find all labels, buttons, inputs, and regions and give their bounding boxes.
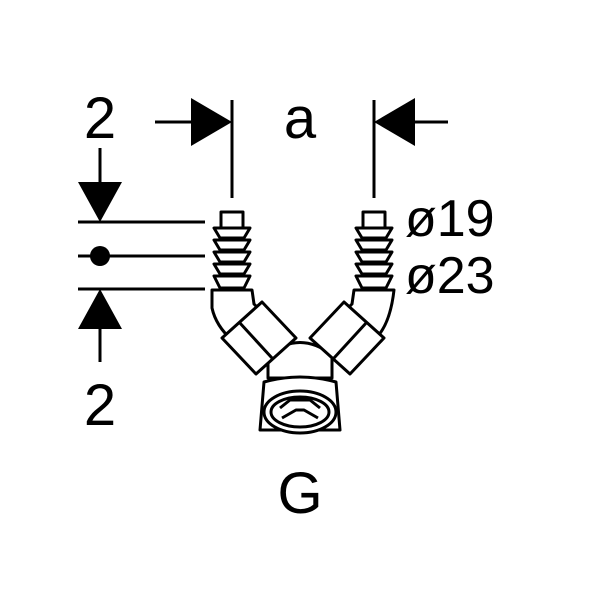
left-barb-5	[212, 274, 252, 290]
right-barb-4	[354, 262, 394, 276]
thread-detail-top	[279, 398, 321, 410]
left-nozzle-tip	[219, 210, 245, 230]
right-hose-nozzle	[354, 210, 394, 290]
right-nozzle-tip	[361, 210, 387, 230]
right-barb-5	[354, 274, 394, 290]
right-barb-1	[354, 226, 394, 240]
bottom-thread-connector	[258, 375, 342, 435]
left-nut-body	[220, 300, 298, 376]
left-union-nut	[220, 300, 298, 376]
center-dot-icon	[90, 246, 110, 266]
top-left-label: 2	[84, 86, 116, 151]
left-nut-edge	[237, 320, 274, 360]
thread-detail-bottom	[281, 408, 319, 420]
left-barb-3	[212, 250, 252, 264]
arrowhead-right-pointing	[191, 98, 232, 146]
right-union-nut	[308, 300, 386, 376]
left-barb-4	[212, 262, 252, 276]
right-barb-3	[354, 250, 394, 264]
left-barb-1	[212, 226, 252, 240]
right-nut-body	[308, 300, 386, 376]
thread-label: G	[277, 461, 322, 526]
bottom-left-label: 2	[84, 373, 116, 438]
arrowhead-up-pointing	[78, 289, 122, 329]
left-hose-nozzle	[212, 210, 252, 290]
diameter-small-label: ø19	[405, 190, 495, 248]
dimension-a	[155, 98, 448, 198]
y-connector	[210, 210, 396, 435]
arrowhead-left-pointing	[374, 98, 415, 146]
left-barb-2	[212, 238, 252, 252]
diameter-large-label: ø23	[405, 247, 495, 305]
arrowhead-down-pointing	[78, 182, 122, 222]
right-nut-edge	[332, 320, 369, 360]
dimension-vertical	[78, 148, 205, 362]
right-barb-2	[354, 238, 394, 252]
spacing-label: a	[284, 86, 317, 151]
